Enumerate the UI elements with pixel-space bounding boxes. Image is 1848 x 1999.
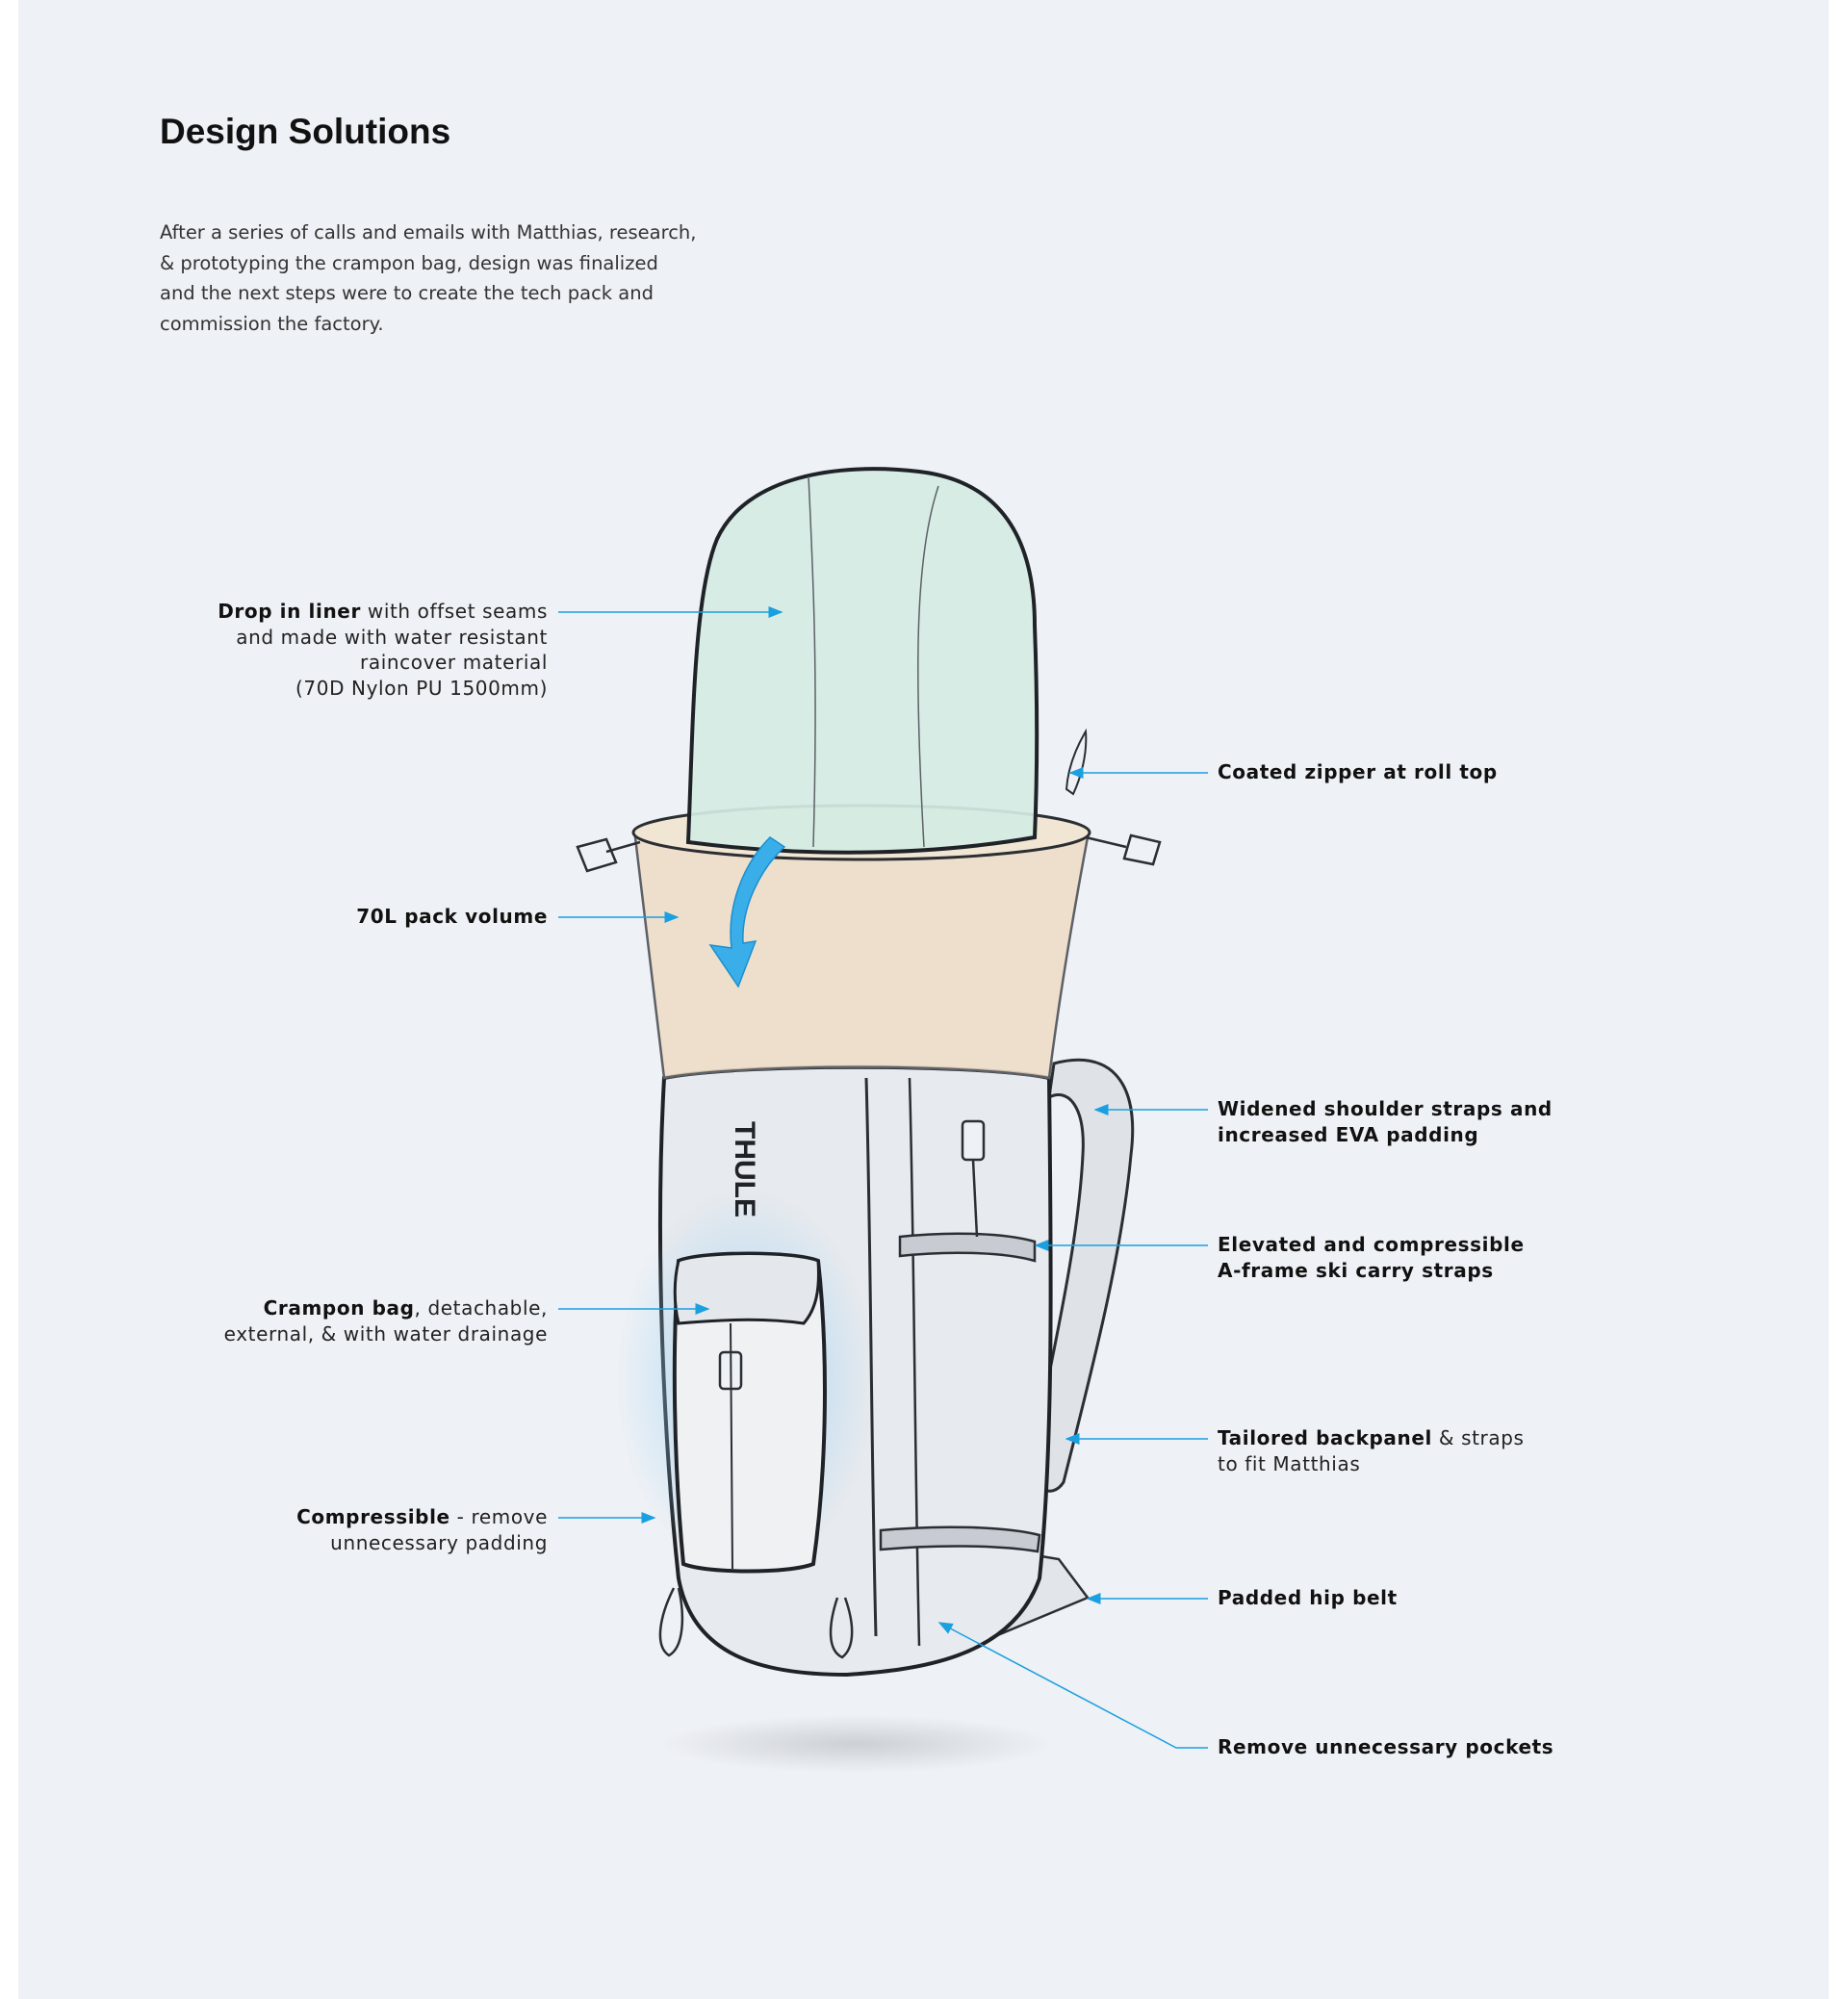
callout-pack-volume: 70L pack volume (356, 904, 548, 930)
intro-line: and the next steps were to create the te… (160, 282, 654, 304)
intro-line: & prototyping the crampon bag, design wa… (160, 251, 658, 274)
callout-bold: Drop in liner (218, 600, 361, 623)
callout-bold: Widened shoulder straps and (1218, 1097, 1553, 1120)
callout-bold: Coated zipper at roll top (1218, 760, 1498, 783)
volume-extension (633, 821, 1090, 1080)
drop-in-liner (685, 467, 1040, 855)
callout-text: and made with water resistant (236, 625, 548, 649)
callout-hip-belt: Padded hip belt (1218, 1585, 1398, 1611)
crampon-bag-strap (730, 1322, 733, 1570)
callout-bold: Padded hip belt (1218, 1586, 1398, 1609)
callout-text: & straps (1431, 1426, 1525, 1449)
callout-compressible: Compressible - remove unnecessary paddin… (296, 1504, 548, 1555)
strap-buckle (961, 1119, 986, 1162)
crampon-bag-flap (673, 1252, 820, 1325)
callout-bold: Tailored backpanel (1218, 1426, 1432, 1449)
callout-text: external, & with water drainage (223, 1321, 548, 1345)
intro-line: After a series of calls and emails with … (160, 221, 697, 243)
front-strap (908, 1077, 921, 1647)
callout-drop-in-liner: Drop in liner with offset seams and made… (218, 599, 548, 701)
callout-text: with offset seams (360, 600, 548, 623)
shoulder-strap (1030, 1058, 1135, 1493)
ice-axe-loop (829, 1597, 854, 1659)
ski-strap (898, 1232, 1037, 1263)
callout-shoulder-straps: Widened shoulder straps and increased EV… (1218, 1096, 1553, 1147)
callout-backpanel: Tailored backpanel & straps to fit Matth… (1218, 1425, 1525, 1476)
callout-text: unnecessary padding (330, 1530, 548, 1554)
compression-strap (1085, 835, 1127, 849)
callout-text: , detachable, (414, 1296, 548, 1320)
callout-crampon-bag: Crampon bag, detachable, external, & wit… (224, 1295, 548, 1346)
ski-strap (879, 1525, 1041, 1553)
callout-bold: 70L pack volume (356, 905, 548, 928)
strap-webbing (971, 1159, 979, 1238)
buckle-left (576, 837, 618, 873)
callout-bold: Elevated and compressible (1218, 1233, 1525, 1256)
callout-text: - remove (449, 1505, 548, 1528)
compression-strap (605, 840, 641, 854)
callout-bold: A-frame ski carry straps (1218, 1258, 1494, 1282)
liner-seam (808, 475, 816, 848)
callout-text: (70D Nylon PU 1500mm) (295, 676, 548, 700)
zipper-pull (1065, 728, 1088, 796)
callout-text: to fit Matthias (1218, 1451, 1361, 1475)
callout-text: raincover material (360, 651, 548, 674)
callout-bold: Remove unnecessary pockets (1218, 1735, 1554, 1758)
callout-pockets: Remove unnecessary pockets (1218, 1734, 1553, 1760)
brand-logo: THULE (729, 1121, 760, 1217)
leader-pockets (937, 1622, 1208, 1749)
ground-shadow (659, 1715, 1054, 1773)
page-title: Design Solutions (160, 112, 451, 151)
callout-coated-zipper: Coated zipper at roll top (1218, 759, 1498, 785)
callout-bold: increased EVA padding (1218, 1122, 1479, 1146)
liner-seam (917, 485, 939, 848)
buckle-right (1122, 833, 1162, 866)
callout-bold: Crampon bag (263, 1296, 415, 1320)
intro-paragraph: After a series of calls and emails with … (160, 218, 776, 339)
insert-arrow (708, 836, 786, 988)
intro-line: commission the factory. (160, 312, 384, 335)
callout-bold: Compressible (296, 1505, 450, 1528)
front-strap (864, 1077, 878, 1637)
callout-aframe-straps: Elevated and compressible A-frame ski ca… (1218, 1232, 1525, 1283)
ice-axe-loop (658, 1587, 684, 1657)
